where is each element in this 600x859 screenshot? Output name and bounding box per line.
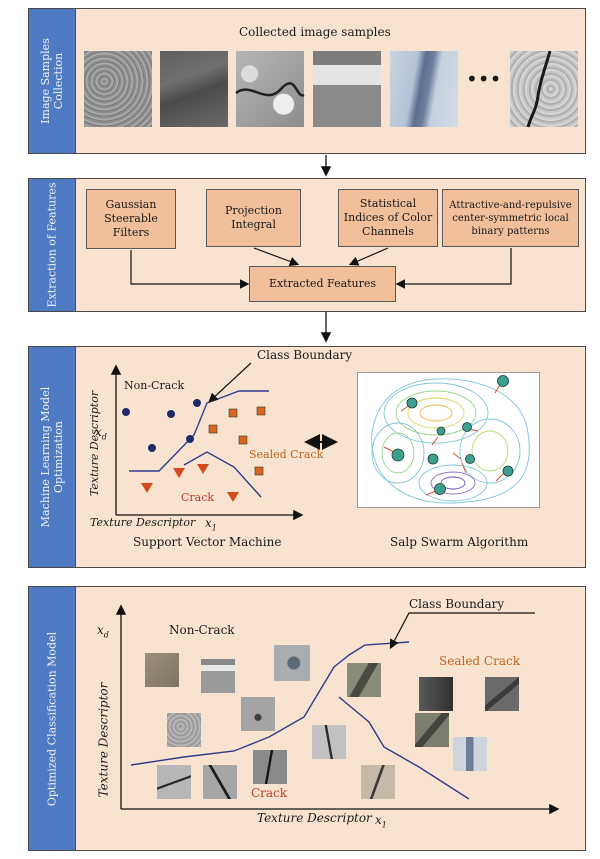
non-crack-marker [167,410,175,418]
crack-label: Crack [251,786,288,800]
sealed-crack-sample-image [347,663,381,697]
svm-plot [110,362,338,521]
class-boundary-pointer [389,612,535,650]
non-crack-marker [193,399,201,407]
non-crack-sample-image [167,713,201,747]
crack-sample-image [361,765,395,799]
crack-sample-image [203,765,237,799]
sample-image-6 [510,50,578,128]
sealed-crack-marker [238,435,248,445]
panel-side-bar: Extraction of Features [29,179,76,311]
x-axis-label: Texture Descriptor [257,811,372,825]
svm-caption: Support Vector Machine [133,535,282,549]
y-axis-label: Texture Descriptor [96,682,111,798]
ssa-contours [371,375,530,504]
classification-plot [115,604,560,815]
svm-class-boundary-lower [183,451,262,498]
crack-sample-image [312,725,346,759]
image-samples-panel: Image Samples Collection Collected image… [28,8,586,154]
non-crack-sample-image [274,645,310,681]
non-crack-marker [186,435,194,443]
crack-sample-image [253,750,287,784]
x-var-subscript: 1 [381,820,387,830]
sealed-crack-sample-image [485,677,519,711]
feature-box-color-indices: Statistical Indices of Color Channels [338,189,438,247]
svm-sealed-crack-label: Sealed Crack [249,448,324,461]
non-crack-marker [122,408,130,416]
svm-non-crack-label: Non-Crack [124,379,185,392]
crack-line-3 [235,82,305,97]
x-variable: x1 [375,813,387,829]
svm-y-variable: xd [95,425,107,441]
x-var-subscript: 1 [211,523,217,533]
non-crack-label: Non-Crack [169,623,235,637]
svm-boundary-pointer [208,362,252,403]
non-crack-sample-image [241,697,275,731]
non-crack-sample-image [201,659,235,693]
y-var-symbol: x [97,623,104,637]
sample-image-5 [390,51,458,127]
sample-image-1 [84,51,152,127]
panel-side-bar: Image Samples Collection [29,9,76,153]
y-var-subscript: d [103,630,109,640]
crack-marker [173,468,185,478]
sealed-crack-sample-image [419,677,453,711]
crack-marker [227,492,239,502]
sample-image-4 [313,51,381,127]
crack-marker [141,483,153,493]
feature-box-gaussian: Gaussian Steerable Filters [86,189,176,249]
y-var-subscript: d [101,432,107,442]
svm-y-axis-label: Texture Descriptor [88,390,102,497]
ml-optimization-panel: Machine Learning Model Optimization Clas… [28,346,586,568]
sealed-crack-marker [256,406,266,416]
optimized-model-panel: Optimized Classification Model Class Bou… [28,586,586,851]
panel-side-bar: Machine Learning Model Optimization [29,347,76,567]
sample-image-3 [235,51,305,127]
feature-connectors [130,247,512,289]
crack-sample-image [157,765,191,799]
panel-side-bar: Optimized Classification Model [29,587,76,850]
sealed-crack-marker [254,466,264,476]
class-boundary-label: Class Boundary [409,597,505,611]
class-boundary-line [130,641,410,766]
class-boundary-lower [338,696,470,800]
sealed-crack-sample-image [415,713,449,747]
crack-marker [197,464,209,474]
crack-line-6 [526,50,552,128]
sealed-crack-label: Sealed Crack [439,654,520,668]
x-var-symbol: x [375,813,382,827]
sealed-crack-marker [208,424,218,434]
svm-x-axis-label: Texture Descriptor [90,516,196,529]
sample-image-2 [160,51,228,127]
feature-box-lbp: Attractive-and-repulsive center-symmetri… [442,189,579,247]
svm-class-boundary [129,390,269,472]
x-var-symbol: x [205,516,212,530]
feature-extraction-panel: Extraction of Features Gaussian Steerabl… [28,178,586,312]
feature-box-projection: Projection Integral [206,189,301,247]
ssa-contour-plot [357,372,540,508]
ssa-caption: Salp Swarm Algorithm [390,535,529,549]
svm-class-boundary-label: Class Boundary [257,348,353,362]
non-crack-sample-image [145,653,179,687]
extracted-features-box: Extracted Features [249,266,396,302]
y-variable: xd [97,623,109,639]
svm-crack-label: Crack [181,491,215,504]
sealed-crack-marker [228,408,238,418]
collected-samples-title: Collected image samples [239,25,391,39]
y-var-symbol: x [95,425,102,439]
non-crack-marker [148,444,156,452]
more-samples-ellipsis: ••• [466,67,502,91]
sealed-crack-sample-image [453,737,487,771]
svm-x-variable: x1 [205,516,217,532]
